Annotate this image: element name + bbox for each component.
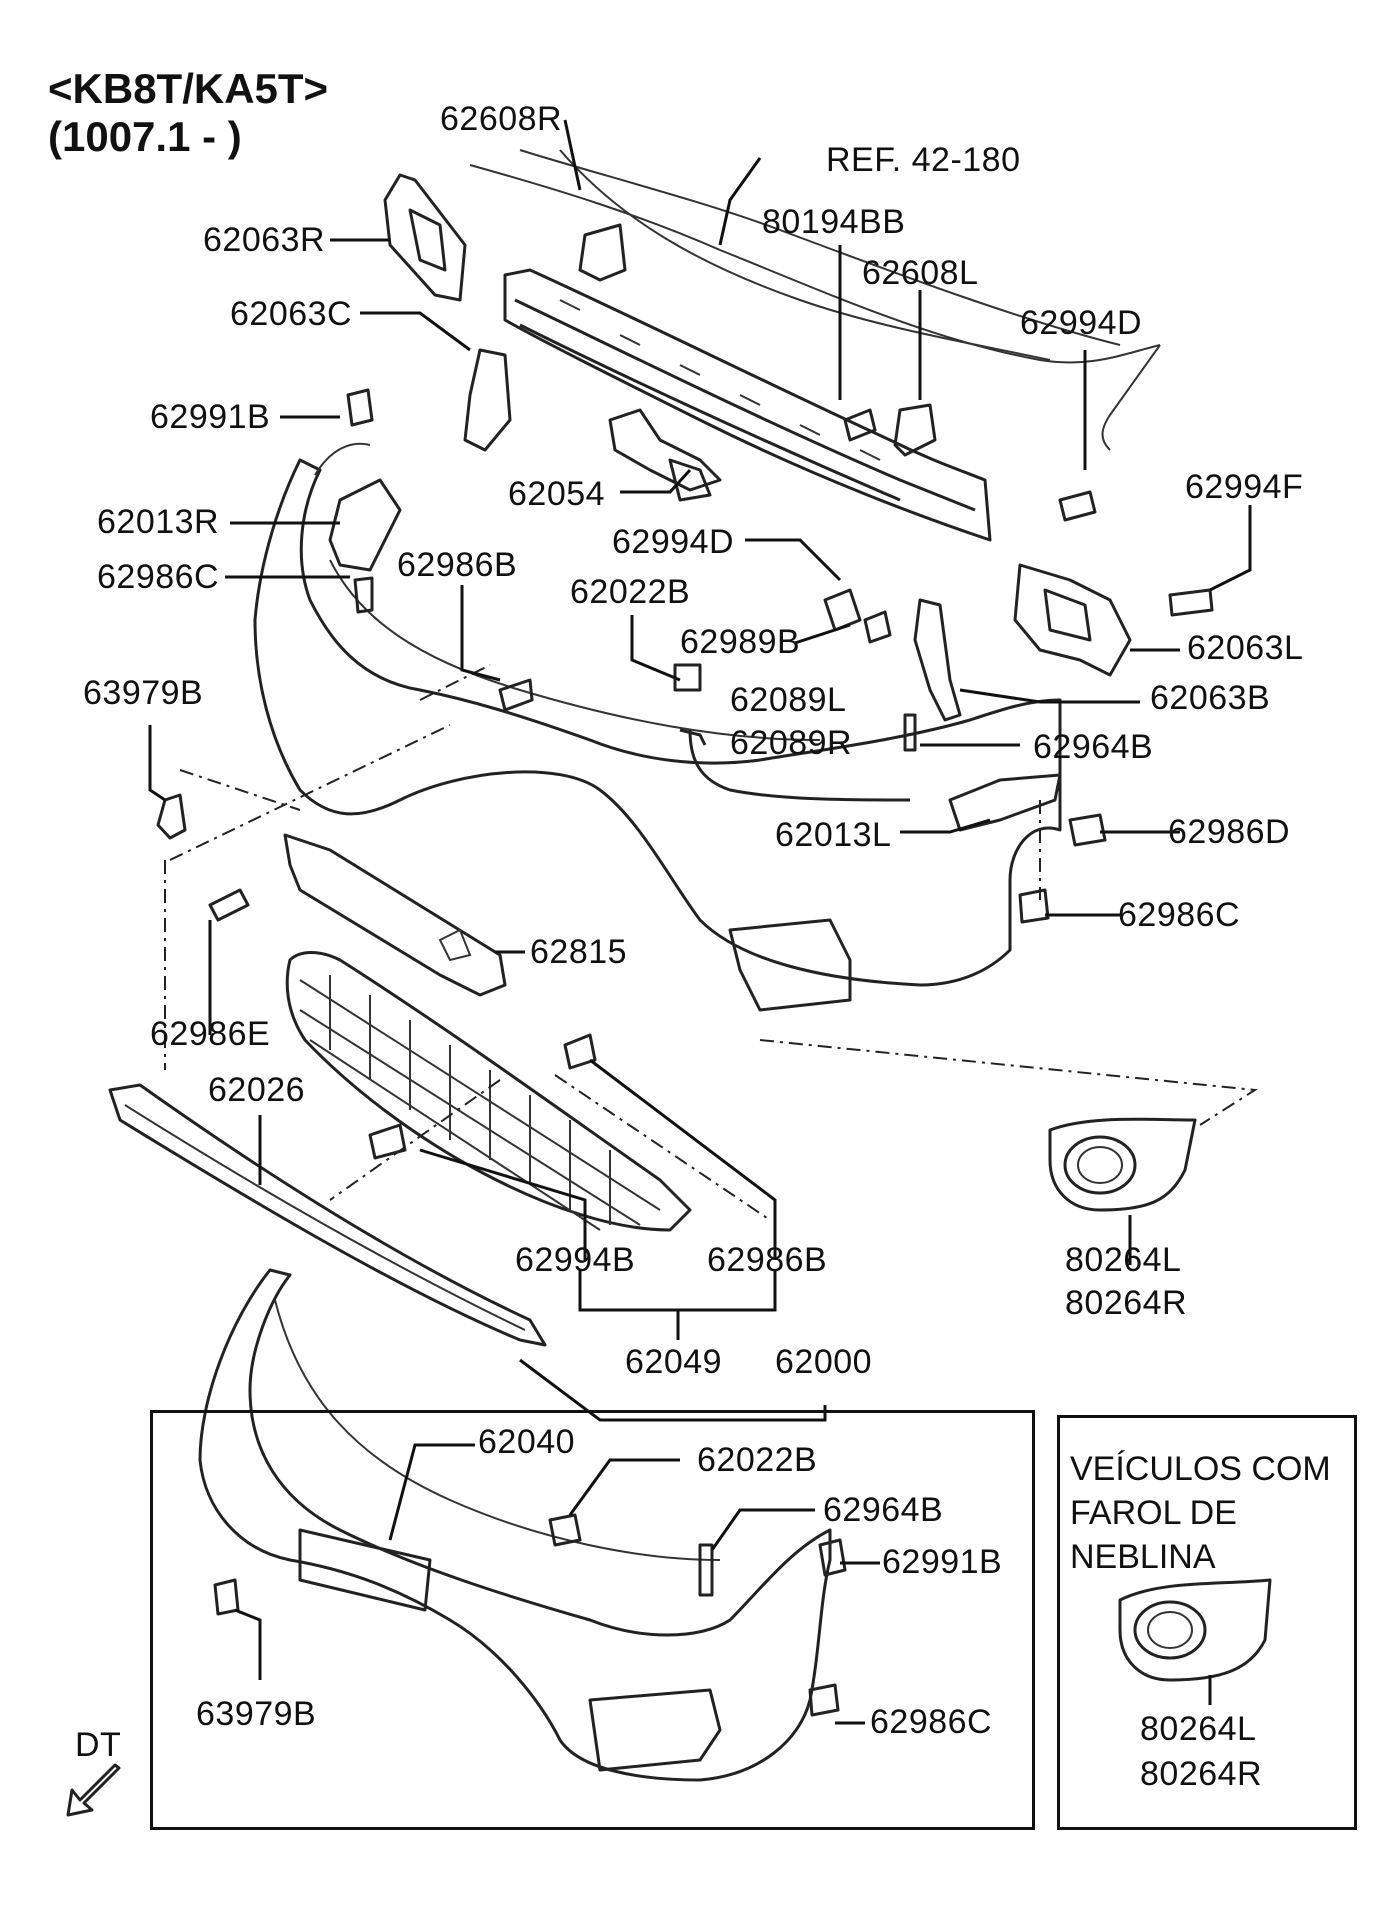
fog-lamp-note-line1: VEÍCULOS COM — [1070, 1450, 1331, 1488]
model-code-title: <KB8T/KA5T> — [48, 65, 329, 112]
part-label-62994B[interactable]: 62994B — [515, 1241, 636, 1279]
bumper-beam-part — [503, 268, 992, 542]
fog-lamp-housing-part — [1048, 1117, 1197, 1212]
radiator-grille-part — [285, 951, 692, 1232]
fog-lamp-inset-part — [1118, 1578, 1272, 1682]
fog-lamp-option-box — [1057, 1415, 1357, 1830]
part-label-62013R[interactable]: 62013R — [97, 503, 220, 541]
lower-garnish-strip-part — [108, 1083, 547, 1347]
fastener-icons — [156, 388, 1214, 1160]
bumper-assembly-box — [150, 1410, 1035, 1830]
part-label-62986C-right[interactable]: 62986C — [1118, 896, 1241, 934]
part-label-62040[interactable]: 62040 — [478, 1423, 576, 1461]
wiring-harness-part — [679, 728, 911, 802]
part-label-62994D-top[interactable]: 62994D — [1020, 304, 1143, 342]
part-label-62986E[interactable]: 62986E — [150, 1015, 271, 1053]
fog-lamp-note-line2: FAROL DE — [1070, 1494, 1237, 1532]
side-bracket-left-part — [913, 563, 1132, 722]
part-label-62022B-low[interactable]: 62022B — [697, 1441, 818, 1479]
part-label-62964B-low[interactable]: 62964B — [823, 1491, 944, 1529]
part-label-80264L-b[interactable]: 80264L — [1140, 1710, 1257, 1748]
part-label-62063L[interactable]: 62063L — [1187, 629, 1304, 667]
part-label-62989B[interactable]: 62989B — [680, 623, 801, 661]
part-label-63979B-low[interactable]: 63979B — [196, 1695, 317, 1733]
part-label-62986B-low[interactable]: 62986B — [707, 1241, 828, 1279]
label-leader-lines — [148, 119, 1252, 1725]
mount-bracket-parts — [578, 223, 937, 457]
part-label-62063C[interactable]: 62063C — [230, 295, 353, 333]
reference-label[interactable]: REF. 42-180 — [826, 141, 1021, 179]
part-label-62994D-mid[interactable]: 62994D — [612, 523, 735, 561]
part-label-62063B[interactable]: 62063B — [1150, 679, 1271, 717]
part-label-80264R-a[interactable]: 80264R — [1065, 1284, 1188, 1322]
part-label-62986C-low[interactable]: 62986C — [870, 1703, 993, 1741]
part-label-63979B-top[interactable]: 63979B — [83, 674, 204, 712]
part-label-62991B-top[interactable]: 62991B — [150, 398, 271, 436]
part-label-62089L[interactable]: 62089L — [730, 681, 847, 719]
part-label-62054[interactable]: 62054 — [508, 475, 606, 513]
part-label-80264R-b[interactable]: 80264R — [1140, 1755, 1263, 1793]
part-label-62608L[interactable]: 62608L — [862, 254, 979, 292]
part-label-62000[interactable]: 62000 — [775, 1343, 873, 1381]
part-label-62049[interactable]: 62049 — [625, 1343, 723, 1381]
part-label-62986B-mid[interactable]: 62986B — [397, 546, 518, 584]
part-label-62991B-low[interactable]: 62991B — [882, 1543, 1003, 1581]
assembly-dashed-lines — [164, 664, 1258, 1221]
part-label-62994F[interactable]: 62994F — [1185, 468, 1304, 506]
part-label-62986C-left[interactable]: 62986C — [97, 558, 220, 596]
direction-label: DT — [75, 1726, 122, 1764]
side-bracket-right-part — [383, 173, 512, 452]
part-label-62026[interactable]: 62026 — [208, 1071, 306, 1109]
fog-lamp-note-line3: NEBLINA — [1070, 1538, 1216, 1576]
part-label-62013L[interactable]: 62013L — [775, 816, 892, 854]
part-label-80194BB[interactable]: 80194BB — [762, 203, 906, 241]
lower-reinforcement-part — [283, 833, 507, 997]
part-label-80264L-a[interactable]: 80264L — [1065, 1241, 1182, 1279]
part-label-62089R[interactable]: 62089R — [730, 724, 853, 762]
part-label-62608R[interactable]: 62608R — [440, 100, 563, 138]
part-label-62815[interactable]: 62815 — [530, 933, 628, 971]
part-label-62022B-top[interactable]: 62022B — [570, 573, 691, 611]
part-label-62964B-top[interactable]: 62964B — [1033, 728, 1154, 766]
part-label-62063R[interactable]: 62063R — [203, 221, 326, 259]
part-label-62986D[interactable]: 62986D — [1168, 813, 1291, 851]
production-date-range: (1007.1 - ) — [48, 113, 242, 160]
direction-arrow-icon — [66, 1763, 121, 1817]
bumper-cover-upper-part — [253, 442, 1062, 1012]
